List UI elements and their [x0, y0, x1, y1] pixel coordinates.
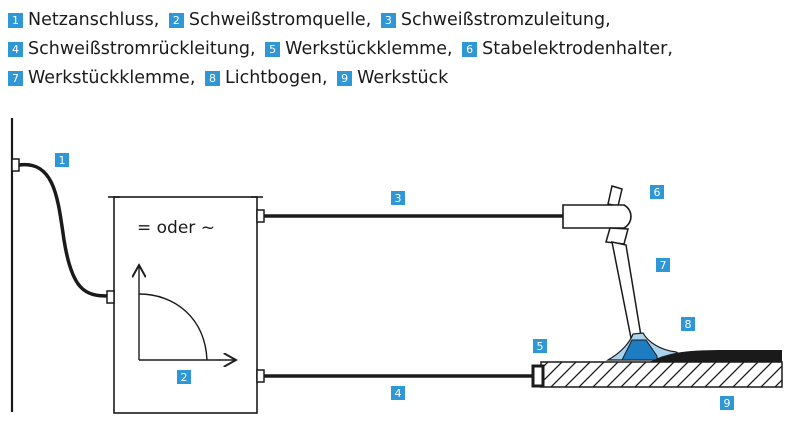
legend-number-badge: 1 [8, 13, 23, 28]
legend-label: Werkstück [357, 68, 449, 88]
svg-text:5: 5 [537, 340, 544, 353]
legend-label: Netzanschluss [28, 10, 154, 30]
weld-seam [650, 350, 782, 362]
label-4: 4 [391, 386, 405, 400]
legend-label: Schweißstromzuleitung [400, 10, 606, 30]
legend-number-badge: 2 [168, 13, 184, 28]
legend-number-badge: 5 [265, 42, 281, 57]
svg-text:8: 8 [685, 318, 692, 331]
legend-label: Werkstückklemme [285, 39, 447, 59]
legend-number-badge: 6 [462, 42, 478, 57]
electrode [611, 241, 642, 339]
legend-number-badge: 7 [8, 71, 23, 86]
workpiece [540, 361, 783, 388]
legend-label: Stabelektrodenhalter [482, 39, 668, 59]
label-1: 1 [55, 153, 69, 167]
label-3: 3 [391, 191, 405, 205]
mains-socket [11, 158, 20, 172]
label-9: 9 [720, 396, 734, 410]
label-5: 5 [533, 339, 547, 353]
electrode-holder [562, 185, 632, 245]
legend-label: Lichtbogen [224, 68, 322, 88]
arc [621, 339, 658, 361]
svg-text:6: 6 [654, 186, 661, 199]
label-2: 2 [177, 370, 191, 384]
label-8: 8 [681, 317, 695, 331]
legend-number-badge: 3 [380, 13, 396, 28]
svg-text:2: 2 [181, 371, 188, 384]
label-7: 7 [656, 258, 670, 272]
legend-label: Schweißstromrückleitung [28, 39, 251, 59]
legend-number-badge: 8 [204, 71, 220, 86]
svg-text:3: 3 [395, 192, 402, 205]
characteristic-curve-icon [139, 265, 236, 360]
mains-cable [18, 162, 109, 298]
legend-number-badge: 9 [337, 71, 353, 86]
svg-text:9: 9 [724, 397, 731, 410]
legend-label: Schweißstromquelle [188, 10, 366, 30]
output-terminal-bottom [256, 369, 265, 383]
output-terminal-top [256, 209, 265, 223]
legend-item-werkstueck: 9 Werkstück [337, 68, 452, 88]
legend-label: Werkstückklemme [28, 68, 190, 88]
svg-text:7: 7 [660, 259, 667, 272]
svg-text:1: 1 [59, 154, 66, 167]
legend-number-badge: 4 [8, 42, 23, 57]
workpiece-clamp [531, 364, 545, 388]
svg-text:4: 4 [395, 387, 402, 400]
source-type-text: = oder ~ [137, 218, 215, 238]
label-6: 6 [650, 185, 664, 199]
power-input-terminal [106, 290, 115, 304]
